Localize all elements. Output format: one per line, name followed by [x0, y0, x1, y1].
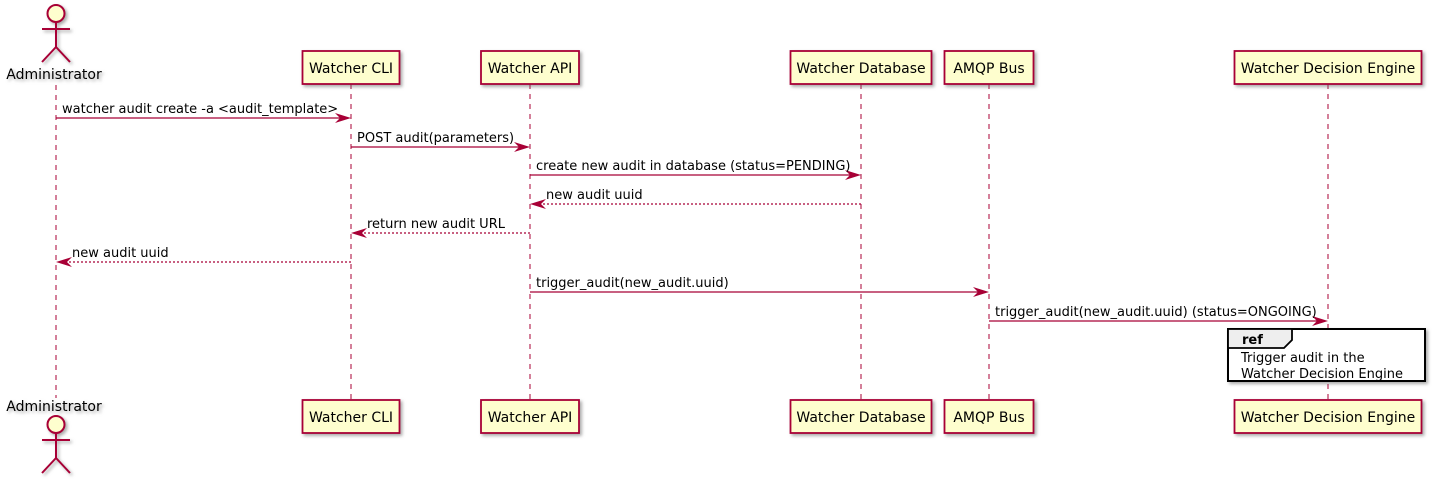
arrowhead-icon [335, 113, 351, 123]
participant-top-watcher-decision-engine: Watcher Decision Engine [1233, 50, 1423, 85]
arrowhead-icon [56, 257, 72, 267]
actor-head [46, 415, 66, 434]
actor-leg-left [41, 457, 57, 474]
participant-box [943, 399, 1035, 434]
participant-box [1233, 399, 1423, 434]
participant-box [789, 50, 933, 85]
participant-top-watcher-api: Watcher API [480, 50, 580, 85]
participant-bottom-watcher-cli: Watcher CLI [301, 399, 401, 434]
message-watcher-api-to-watcher-cli: return new audit URL [351, 217, 530, 238]
message-label: watcher audit create -a <audit_template> [62, 102, 338, 117]
participant-label: Watcher API [488, 61, 573, 77]
message-label: create new audit in database (status=PEN… [536, 159, 851, 174]
message-watcher-database-to-watcher-api: new audit uuid [530, 188, 861, 209]
participant-label: Watcher Database [796, 61, 925, 77]
participant-top-watcher-database: Watcher Database [789, 50, 933, 85]
arrowhead-icon [973, 287, 989, 297]
participant-label: Watcher Decision Engine [1241, 61, 1415, 77]
participant-label: Watcher API [488, 410, 573, 426]
message-watcher-api-to-watcher-database: create new audit in database (status=PEN… [530, 159, 861, 180]
participant-top-amqp-bus: AMQP Bus [943, 50, 1035, 85]
actor-leg-right [55, 46, 71, 63]
participant-label: Watcher CLI [309, 61, 393, 77]
participant-box [1233, 50, 1423, 85]
participant-box [789, 399, 933, 434]
message-label: POST audit(parameters) [357, 131, 514, 146]
actor-top-administrator: Administrator [6, 4, 102, 83]
arrowhead-icon [845, 170, 861, 180]
actor-leg-right [55, 457, 71, 474]
participant-label: AMQP Bus [953, 410, 1024, 426]
arrowhead-icon [351, 228, 367, 238]
ref-keyword: ref [1242, 333, 1263, 348]
actor-head [46, 4, 66, 23]
participant-label: Watcher Decision Engine [1241, 410, 1415, 426]
message-administrator-to-watcher-cli: watcher audit create -a <audit_template> [56, 102, 351, 123]
ref-text-line: Trigger audit in the [1240, 351, 1365, 366]
ref-text-line: Watcher Decision Engine [1241, 367, 1403, 382]
actor-label: Administrator [6, 399, 102, 415]
participant-bottom-watcher-api: Watcher API [480, 399, 580, 434]
message-label: new audit uuid [546, 188, 643, 203]
message-watcher-cli-to-watcher-api: POST audit(parameters) [351, 131, 530, 152]
message-label: trigger_audit(new_audit.uuid) (status=ON… [995, 305, 1317, 320]
participant-label: Watcher CLI [309, 410, 393, 426]
message-label: return new audit URL [367, 217, 506, 232]
participant-top-watcher-cli: Watcher CLI [301, 50, 401, 85]
participant-box [943, 50, 1035, 85]
participant-box [301, 399, 401, 434]
participant-box [301, 50, 401, 85]
arrowhead-icon [1312, 316, 1328, 326]
participant-label: Watcher Database [796, 410, 925, 426]
actor-label: Administrator [6, 67, 102, 83]
participant-bottom-watcher-decision-engine: Watcher Decision Engine [1233, 399, 1423, 434]
participant-box [480, 50, 580, 85]
arrowhead-icon [514, 142, 530, 152]
participant-label: AMQP Bus [953, 61, 1024, 77]
message-watcher-api-to-amqp-bus: trigger_audit(new_audit.uuid) [530, 276, 989, 297]
message-label: trigger_audit(new_audit.uuid) [536, 276, 729, 291]
participant-bottom-amqp-bus: AMQP Bus [943, 399, 1035, 434]
participant-bottom-watcher-database: Watcher Database [789, 399, 933, 434]
message-label: new audit uuid [72, 246, 169, 261]
actor-bottom-administrator: Administrator [6, 399, 102, 474]
participant-box [480, 399, 580, 434]
actor-leg-left [41, 46, 57, 63]
message-watcher-cli-to-administrator: new audit uuid [56, 246, 351, 267]
message-amqp-bus-to-watcher-decision-engine: trigger_audit(new_audit.uuid) (status=ON… [989, 305, 1328, 326]
ref-tab [1227, 328, 1293, 349]
arrowhead-icon [530, 199, 546, 209]
